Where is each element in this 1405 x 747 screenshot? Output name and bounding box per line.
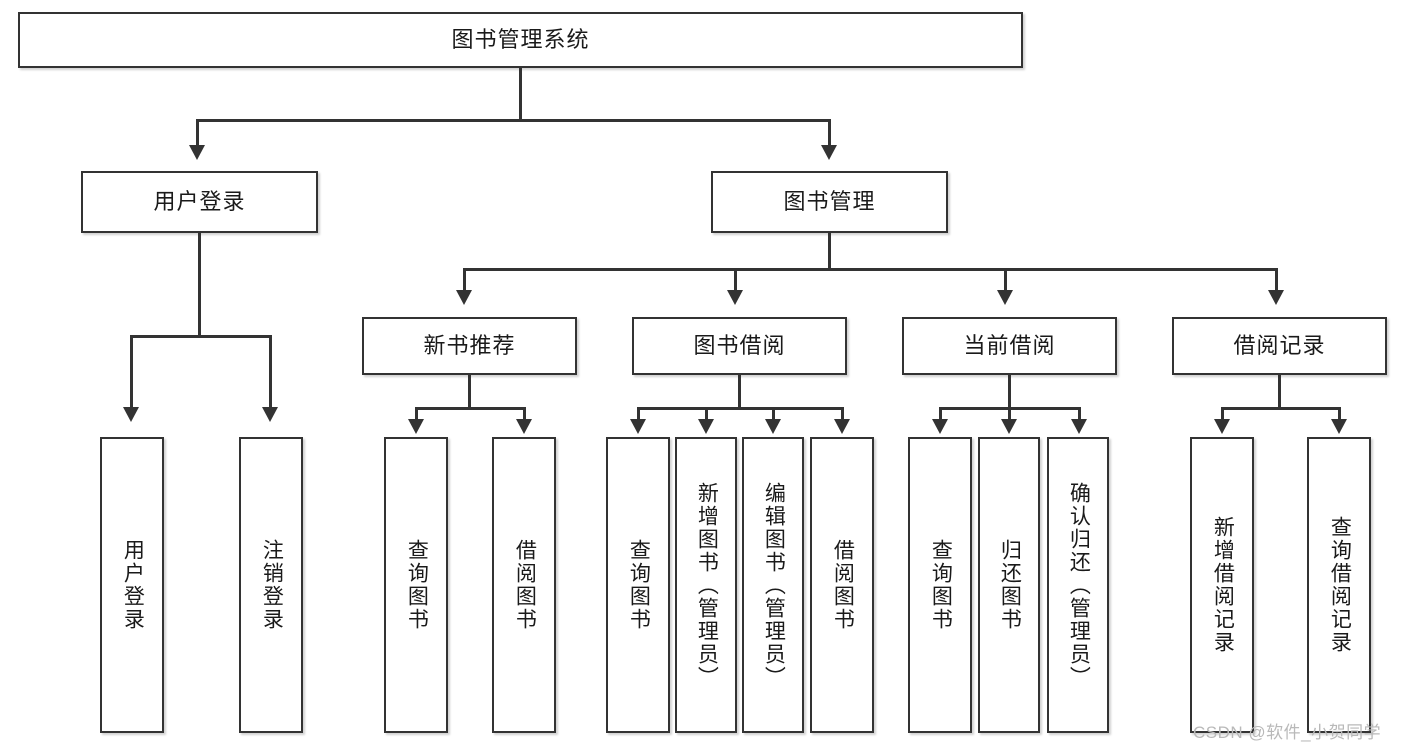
- leaf-book-borrow-add-book-admin[interactable]: 新增图书（管理员）: [675, 437, 737, 733]
- arrow-bb-to-leaf-3: [834, 419, 850, 434]
- arrow-bm-to-new-book: [456, 290, 472, 305]
- connector-br-to-leaf-0: [1221, 407, 1224, 421]
- connector-bb-to-leaf-3: [841, 407, 844, 421]
- leaf-label: 查询图书: [405, 539, 429, 631]
- connector-root-to-user-login: [196, 119, 199, 147]
- connector-br-to-leaf-1: [1338, 407, 1341, 421]
- leaf-label: 查询图书: [627, 539, 651, 631]
- arrow-nb-to-leaf-0: [408, 419, 424, 434]
- arrow-bb-to-leaf-1: [698, 419, 714, 434]
- leaf-current-borrow-confirm-return-admin[interactable]: 确认归还（管理员）: [1047, 437, 1109, 733]
- connector-current-borrow-stem: [1008, 375, 1011, 409]
- node-root-book-management-system[interactable]: 图书管理系统: [18, 12, 1023, 68]
- connector-bm-to-new-book: [463, 268, 466, 292]
- connector-book-management-stem: [828, 233, 831, 270]
- leaf-borrow-record-add-record[interactable]: 新增借阅记录: [1190, 437, 1254, 733]
- connector-borrow-record-stem: [1278, 375, 1281, 409]
- arrow-cb-to-leaf-2: [1071, 419, 1087, 434]
- leaf-label: 新增图书（管理员）: [695, 481, 719, 689]
- node-borrow-record[interactable]: 借阅记录: [1172, 317, 1387, 375]
- leaf-book-borrow-edit-book-admin[interactable]: 编辑图书（管理员）: [742, 437, 804, 733]
- connector-nb-to-leaf-1: [523, 407, 526, 421]
- node-label: 新书推荐: [423, 333, 516, 359]
- leaf-user-login-login[interactable]: 用户登录: [100, 437, 164, 733]
- connector-root-bar: [197, 119, 831, 122]
- leaf-new-book-borrow-book[interactable]: 借阅图书: [492, 437, 556, 733]
- leaf-label: 查询借阅记录: [1328, 516, 1352, 654]
- leaf-book-borrow-borrow-book[interactable]: 借阅图书: [810, 437, 874, 733]
- node-book-borrow[interactable]: 图书借阅: [632, 317, 847, 375]
- connector-cb-to-leaf-0: [939, 407, 942, 421]
- connector-cb-to-leaf-1: [1008, 407, 1011, 421]
- connector-book-borrow-bar: [638, 407, 843, 410]
- leaf-label: 确认归还（管理员）: [1067, 481, 1091, 689]
- node-current-borrow[interactable]: 当前借阅: [902, 317, 1117, 375]
- node-new-book-recommend[interactable]: 新书推荐: [362, 317, 577, 375]
- arrow-nb-to-leaf-1: [516, 419, 532, 434]
- connector-bm-to-current-borrow: [1004, 268, 1007, 292]
- connector-root-to-book-management: [828, 119, 831, 147]
- node-label: 图书管理: [783, 189, 876, 215]
- connector-bb-to-leaf-2: [772, 407, 775, 421]
- connector-book-borrow-stem: [738, 375, 741, 409]
- node-label: 当前借阅: [963, 333, 1056, 359]
- arrow-bm-to-borrow-record: [1268, 290, 1284, 305]
- leaf-label: 用户登录: [121, 539, 145, 631]
- arrow-br-to-leaf-0: [1214, 419, 1230, 434]
- arrow-bb-to-leaf-2: [765, 419, 781, 434]
- leaf-new-book-query-book[interactable]: 查询图书: [384, 437, 448, 733]
- arrow-root-to-book-management: [821, 145, 837, 160]
- node-label: 图书借阅: [693, 333, 786, 359]
- connector-bm-to-borrow-record: [1275, 268, 1278, 292]
- arrow-bm-to-book-borrow: [727, 290, 743, 305]
- node-label: 用户登录: [153, 189, 246, 215]
- connector-cb-to-leaf-2: [1078, 407, 1081, 421]
- leaf-label: 注销登录: [260, 539, 284, 631]
- connector-bm-to-book-borrow: [734, 268, 737, 292]
- node-user-login[interactable]: 用户登录: [81, 171, 318, 233]
- arrow-bm-to-current-borrow: [997, 290, 1013, 305]
- node-book-management[interactable]: 图书管理: [711, 171, 948, 233]
- connector-user-login-to-leaf-0: [130, 335, 133, 409]
- leaf-label: 借阅图书: [831, 539, 855, 631]
- connector-new-book-bar: [416, 407, 524, 410]
- leaf-book-borrow-query-book[interactable]: 查询图书: [606, 437, 670, 733]
- node-label: 图书管理系统: [451, 27, 590, 53]
- leaf-label: 编辑图书（管理员）: [762, 481, 786, 689]
- arrow-cb-to-leaf-0: [932, 419, 948, 434]
- leaf-current-borrow-return-book[interactable]: 归还图书: [978, 437, 1040, 733]
- arrow-br-to-leaf-1: [1331, 419, 1347, 434]
- connector-new-book-stem: [468, 375, 471, 409]
- leaf-label: 新增借阅记录: [1211, 516, 1235, 654]
- node-label: 借阅记录: [1233, 333, 1326, 359]
- leaf-label: 查询图书: [929, 539, 953, 631]
- leaf-current-borrow-query-book[interactable]: 查询图书: [908, 437, 972, 733]
- leaf-label: 借阅图书: [513, 539, 537, 631]
- leaf-borrow-record-query-record[interactable]: 查询借阅记录: [1307, 437, 1371, 733]
- leaf-label: 归还图书: [998, 539, 1022, 631]
- connector-user-login-bar: [131, 335, 270, 338]
- connector-user-login-stem: [198, 233, 201, 337]
- connector-bb-to-leaf-0: [637, 407, 640, 421]
- arrow-user-login-to-leaf-0: [123, 407, 139, 422]
- arrow-root-to-user-login: [189, 145, 205, 160]
- arrow-user-login-to-leaf-1: [262, 407, 278, 422]
- leaf-user-login-logout[interactable]: 注销登录: [239, 437, 303, 733]
- connector-nb-to-leaf-0: [415, 407, 418, 421]
- arrow-bb-to-leaf-0: [630, 419, 646, 434]
- arrow-cb-to-leaf-1: [1001, 419, 1017, 434]
- connector-root-stem: [519, 68, 522, 121]
- connector-user-login-to-leaf-1: [269, 335, 272, 409]
- connector-bb-to-leaf-1: [705, 407, 708, 421]
- connector-borrow-record-bar: [1222, 407, 1339, 410]
- watermark-credit: CSDN @软件_小贺同学: [1193, 723, 1382, 742]
- connector-book-management-bar: [464, 268, 1278, 271]
